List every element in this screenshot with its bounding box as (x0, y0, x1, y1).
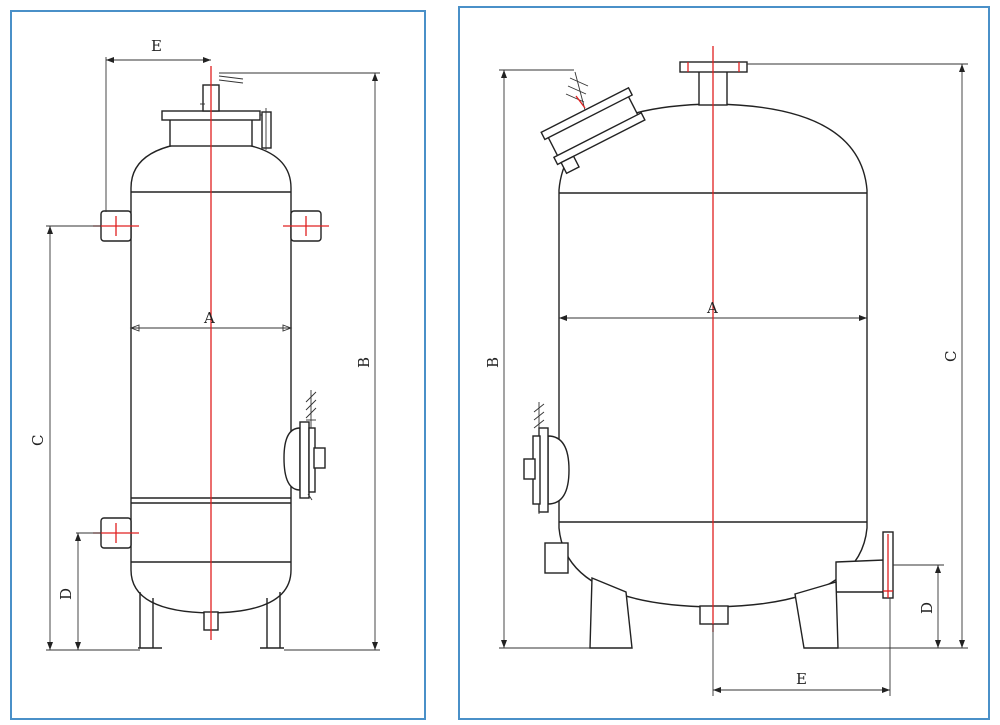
left-label-a: A (203, 309, 215, 327)
right-dimensions (499, 63, 968, 696)
right-label-d: D (918, 602, 936, 614)
left-dimensions (46, 57, 380, 651)
right-leg-1 (589, 576, 633, 649)
left-leg-2 (260, 592, 284, 649)
right-label-c: C (942, 351, 960, 362)
right-label-b: B (484, 357, 502, 368)
left-vessel (93, 66, 329, 649)
right-vessel (523, 46, 894, 649)
right-angled-manway (540, 86, 646, 175)
right-bottom-outlet (699, 605, 729, 625)
right-leg-2 (794, 581, 839, 649)
left-label-b: B (355, 357, 373, 368)
right-label-e: E (796, 670, 807, 688)
right-label-a: A (706, 299, 718, 317)
right-outlet-pipe (835, 559, 885, 593)
left-label-d: D (57, 588, 75, 600)
left-cover-clamp (261, 111, 272, 149)
left-handhole (283, 427, 301, 491)
left-leg-1 (138, 592, 162, 649)
left-label-c: C (29, 435, 47, 446)
left-label-e: E (151, 37, 162, 55)
right-handhole (547, 435, 570, 505)
right-side-stub (544, 542, 569, 574)
